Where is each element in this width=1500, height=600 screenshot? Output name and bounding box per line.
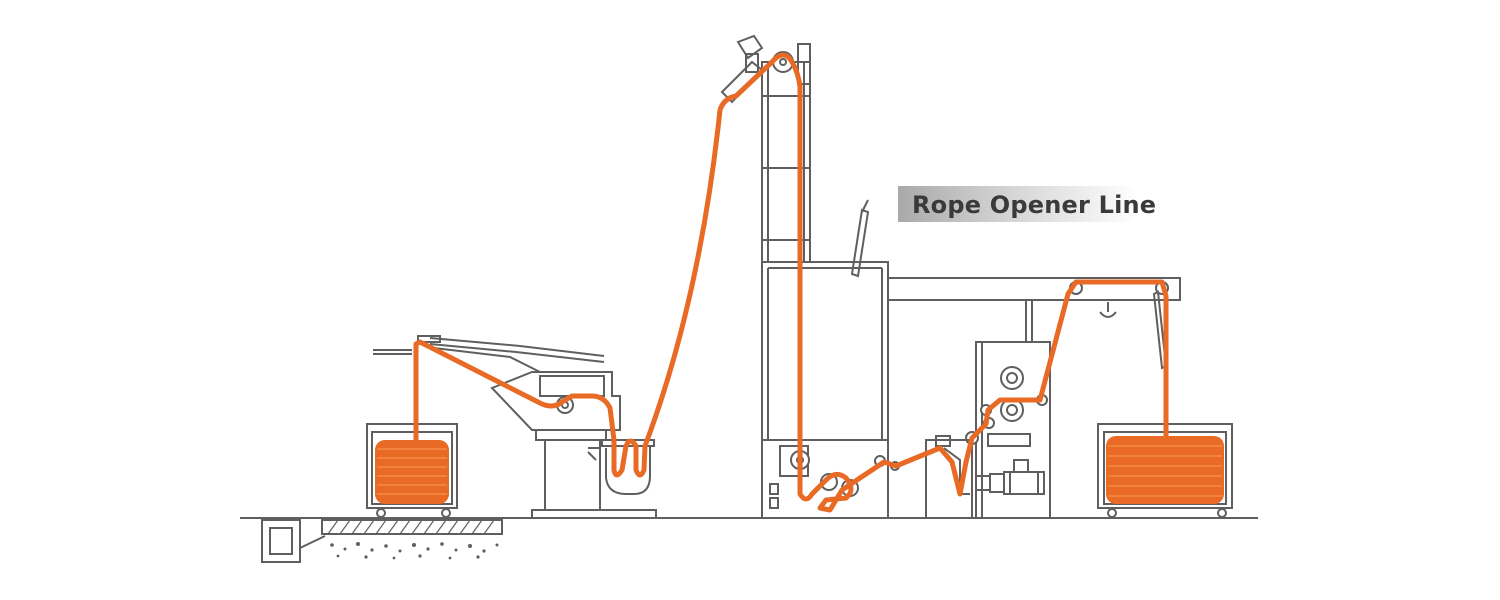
- floor-pit: [261, 519, 326, 563]
- title-badge: [898, 186, 1138, 222]
- left-fabric-trolley: [366, 423, 458, 518]
- fabric-rope-path: [413, 52, 1169, 513]
- pneumatic-arm: [850, 199, 870, 278]
- rope-plaiter: [1152, 290, 1168, 370]
- left-fabric-pile: [375, 440, 449, 504]
- small-tank: [925, 435, 973, 519]
- foundation-hatching: [321, 519, 503, 560]
- diagram-title: Rope Opener Line: [912, 191, 1157, 219]
- overhead-beam: [887, 277, 1181, 342]
- feeding-frame: [373, 335, 605, 373]
- right-fabric-pile: [1106, 436, 1224, 504]
- dryer-cabinet: [761, 261, 889, 519]
